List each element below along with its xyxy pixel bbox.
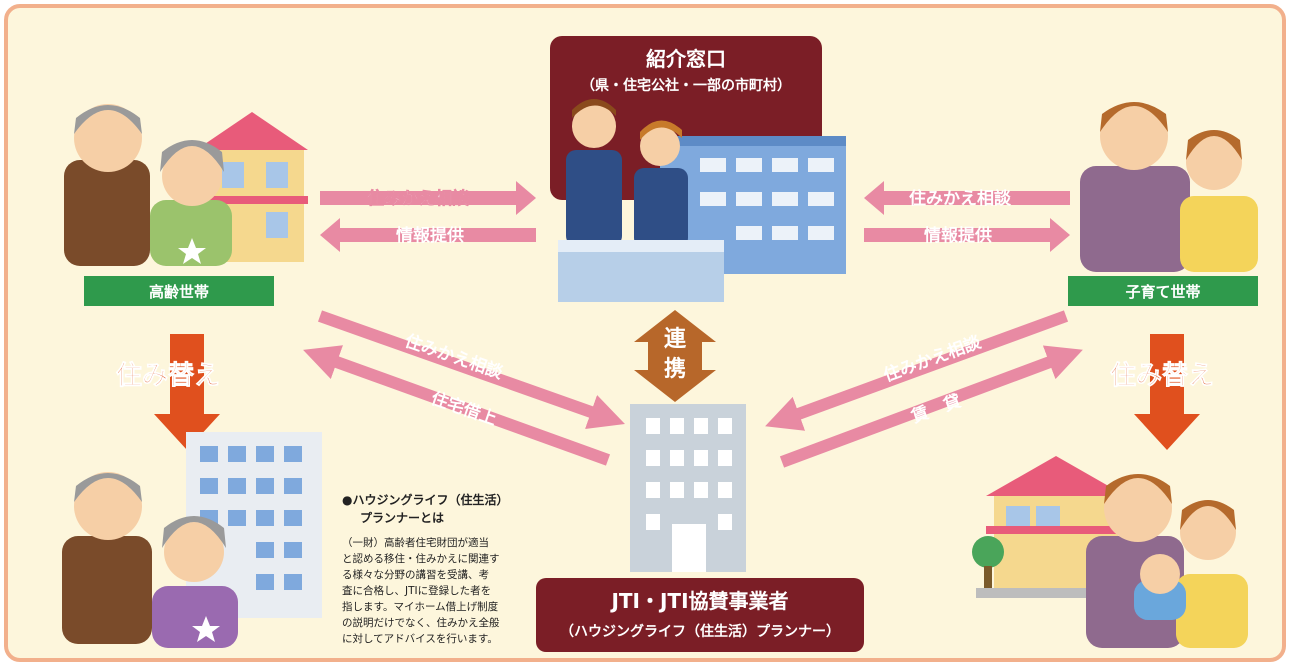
note-line: 査に合格し、JTIに登録した者を xyxy=(342,584,491,597)
note-line: 指します。マイホーム借上げ制度 xyxy=(342,600,499,613)
jti-building xyxy=(630,404,746,572)
arrow-left-consult-label: 住みかえ相談 xyxy=(367,188,470,209)
relocate-arrow-right xyxy=(1134,334,1200,450)
note-line: る様々な分野の講習を受講、考 xyxy=(342,568,489,581)
note-line: の説明だけでなく、住みかえ全般 xyxy=(342,616,500,629)
arrow-left-consult xyxy=(320,181,536,215)
arrow-right-info xyxy=(864,218,1070,252)
consultation-window: 紹介窓口 （県・住宅公社・一部の市町村） xyxy=(550,36,846,302)
elderly-household-illustration xyxy=(64,104,308,266)
diag-arrow-right-consult xyxy=(765,310,1069,431)
jti-subtitle: （ハウジングライフ（住生活）プランナー） xyxy=(560,623,840,640)
jti-title-box xyxy=(536,578,864,652)
note-heading-2: プランナーとは xyxy=(360,510,444,525)
link-double-arrow xyxy=(634,310,716,402)
arrow-right-consult-label: 住みかえ相談 xyxy=(909,188,1012,209)
link-char-1: 連 xyxy=(664,327,687,352)
diag-arrow-left-consult xyxy=(317,310,625,429)
relocate-right-label: 住み替え xyxy=(1110,360,1214,391)
child-label-bar xyxy=(1068,276,1258,306)
diagram-background xyxy=(4,4,1286,662)
note-heading-1: ●ハウジングライフ（住生活） xyxy=(342,492,508,507)
relocate-left-label: 住み替え xyxy=(116,360,220,391)
arrow-left-info xyxy=(320,218,536,252)
elderly-after-illustration xyxy=(62,472,238,648)
elderly-household-label: 高齢世帯 xyxy=(149,283,209,301)
jti-title: JTI・JTI協賛事業者 xyxy=(609,589,788,613)
family-after-illustration xyxy=(1086,474,1248,648)
diag-arrow-right-rent xyxy=(779,345,1083,468)
window-subtitle: （県・住宅公社・一部の市町村） xyxy=(581,77,791,94)
note-line: （一財）高齢者住宅財団が適当 xyxy=(342,536,489,549)
child-household-illustration xyxy=(1080,102,1258,272)
window-title: 紹介窓口 xyxy=(646,47,726,71)
arrow-left-info-label: 情報提供 xyxy=(396,225,464,246)
note-line: と認める移住・住みかえに関連す xyxy=(342,552,500,565)
staff-figures xyxy=(566,99,688,248)
arrow-right-info-label: 情報提供 xyxy=(924,225,992,246)
planner-note: ●ハウジングライフ（住生活） プランナーとは （一財）高齢者住宅財団が適当 と認… xyxy=(342,492,508,645)
relocate-arrow-left xyxy=(154,334,220,450)
child-household-label: 子育て世帯 xyxy=(1125,283,1200,301)
diag-arrow-left-lease xyxy=(303,345,611,466)
note-line: に対してアドバイスを行います。 xyxy=(342,632,498,645)
arrow-right-consult xyxy=(864,181,1070,215)
link-char-2: 携 xyxy=(664,356,686,382)
elderly-label-bar xyxy=(84,276,274,306)
